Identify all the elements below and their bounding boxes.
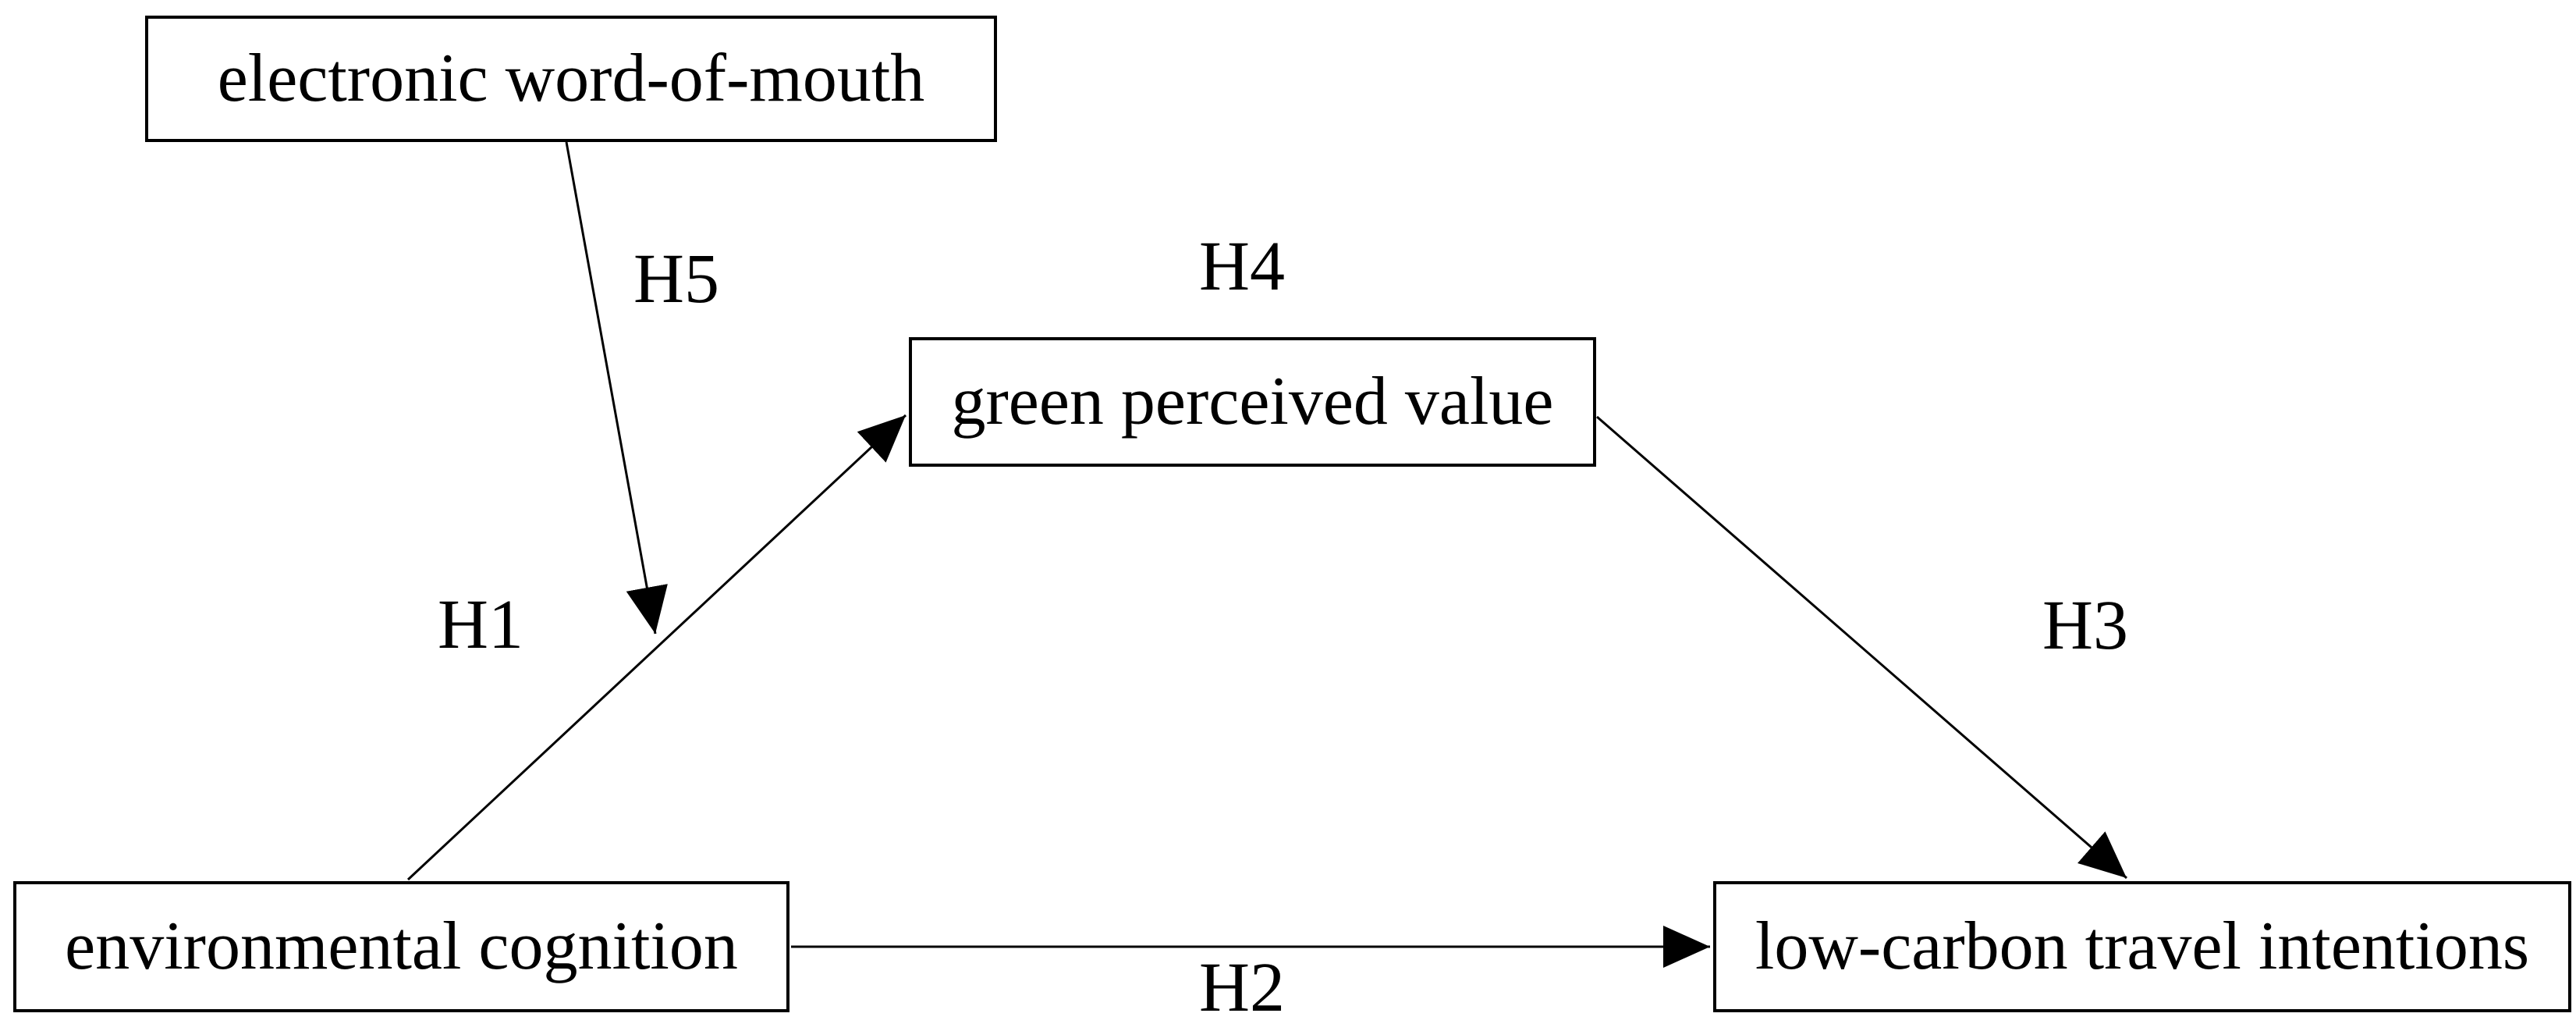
node-label: low-carbon travel intentions <box>1755 908 2530 984</box>
node-label: electronic word-of-mouth <box>217 41 925 116</box>
arrow-h5-ewom-to-h1-path <box>565 141 668 635</box>
hypothesis-label-h3: H3 <box>2042 587 2128 664</box>
hypothesis-label-h1: H1 <box>438 586 523 663</box>
node-electronic-word-of-mouth: electronic word-of-mouth <box>145 16 997 142</box>
hypothesis-label-h5: H5 <box>633 240 719 318</box>
node-green-perceived-value: green perceived value <box>909 337 1596 467</box>
node-environmental-cognition: environmental cognition <box>13 881 789 1012</box>
node-label: green perceived value <box>951 364 1554 439</box>
arrow-h1-ec-to-gpv <box>406 414 907 881</box>
node-label: environmental cognition <box>65 908 738 984</box>
hypothesis-label-h2: H2 <box>1199 949 1285 1026</box>
hypothesis-label-h4: H4 <box>1199 228 1285 305</box>
arrow-h3-gpv-to-lcti <box>1596 415 2127 880</box>
node-low-carbon-travel-intentions: low-carbon travel intentions <box>1713 881 2571 1012</box>
